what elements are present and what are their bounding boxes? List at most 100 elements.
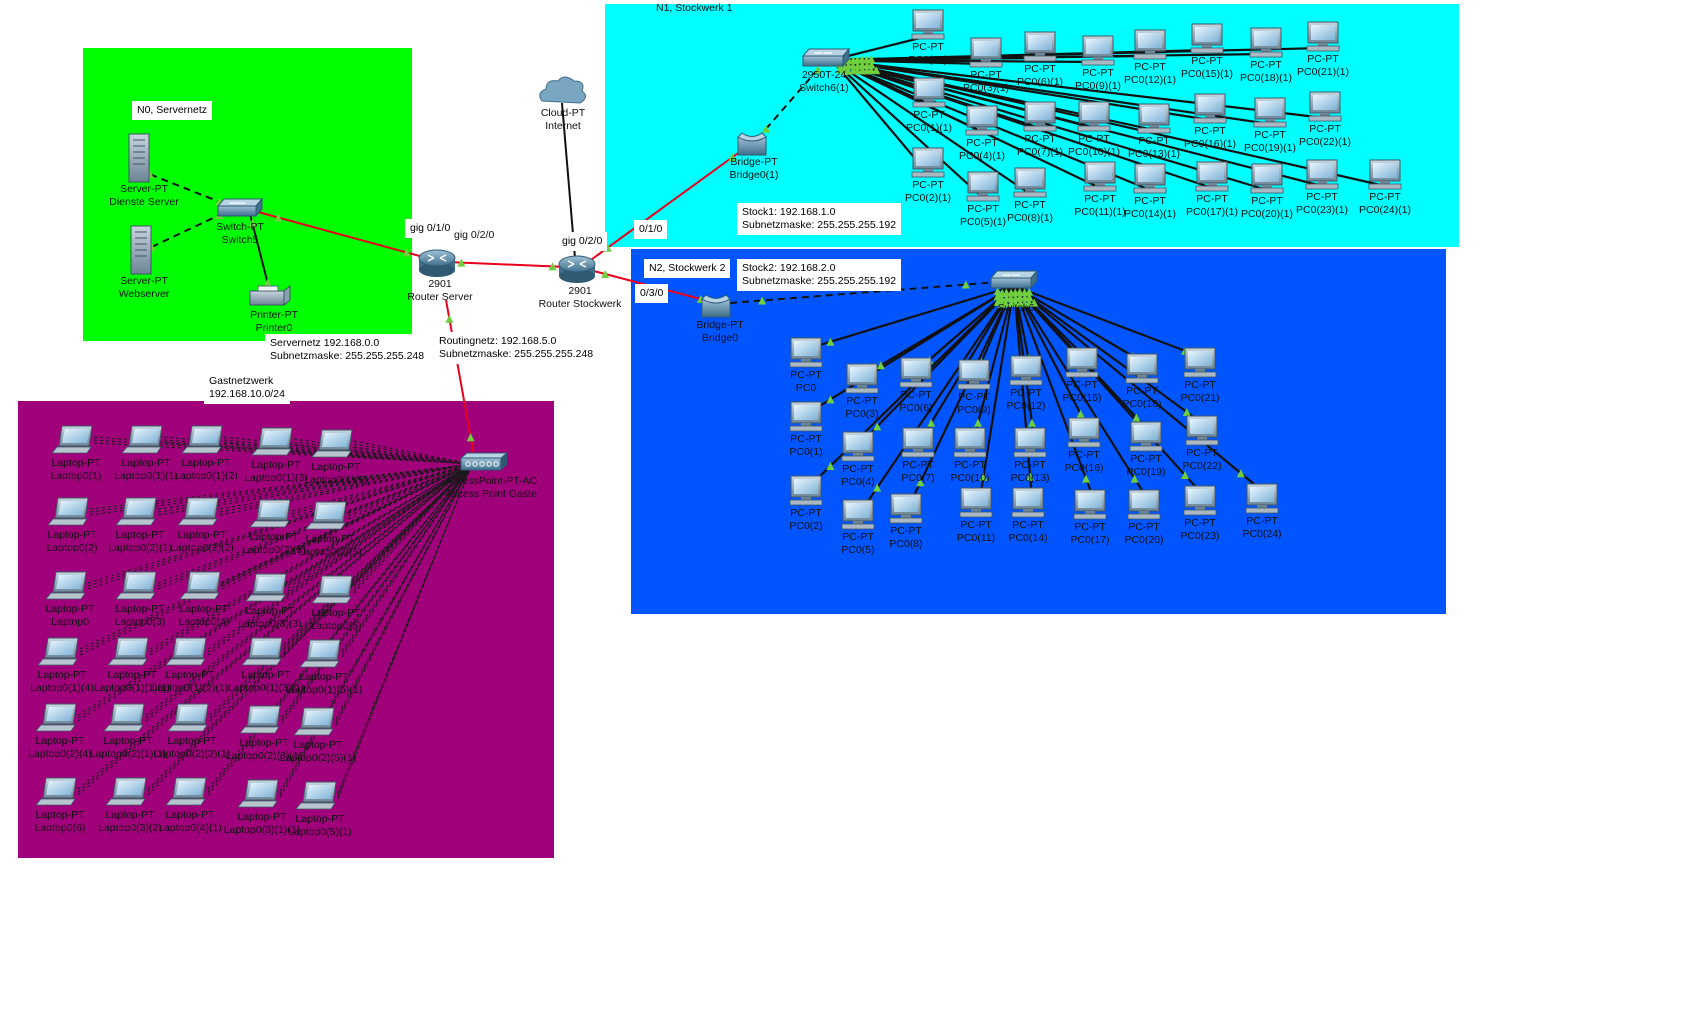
pc-icon[interactable] xyxy=(1023,31,1057,62)
pc-icon[interactable] xyxy=(1009,355,1043,386)
pc-icon[interactable] xyxy=(912,77,946,108)
wireless-link xyxy=(335,463,473,723)
dienste-server-icon[interactable] xyxy=(128,133,150,183)
pc-icon[interactable] xyxy=(889,493,923,524)
pc-icon[interactable] xyxy=(789,337,823,368)
laptop-icon[interactable] xyxy=(165,777,207,806)
laptop-icon[interactable] xyxy=(35,703,77,732)
pc-icon[interactable] xyxy=(1245,483,1279,514)
pc-icon[interactable] xyxy=(1133,29,1167,60)
laptop-icon[interactable] xyxy=(311,429,353,458)
pc-icon[interactable] xyxy=(845,363,879,394)
pc-icon[interactable] xyxy=(1195,161,1229,192)
laptop-icon[interactable] xyxy=(241,637,283,666)
pc-icon[interactable] xyxy=(1249,27,1283,58)
switch6-icon[interactable] xyxy=(989,269,1039,290)
pc-icon[interactable] xyxy=(1368,159,1402,190)
laptop-icon[interactable] xyxy=(115,497,157,526)
pc-icon[interactable] xyxy=(1185,415,1219,446)
pc-icon[interactable] xyxy=(1305,159,1339,190)
pc-icon[interactable] xyxy=(1013,167,1047,198)
laptop-icon[interactable] xyxy=(165,637,207,666)
laptop-icon[interactable] xyxy=(237,779,279,808)
pc-icon[interactable] xyxy=(953,427,987,458)
pc-icon[interactable] xyxy=(1129,421,1163,452)
pc-icon[interactable] xyxy=(1067,417,1101,448)
laptop-icon[interactable] xyxy=(167,703,209,732)
pc-icon[interactable] xyxy=(957,359,991,390)
laptop-icon[interactable] xyxy=(45,571,87,600)
laptop-icon[interactable] xyxy=(35,777,77,806)
pc-icon[interactable] xyxy=(969,37,1003,68)
pc-icon[interactable] xyxy=(966,171,1000,202)
stock2-pc-label-text: PC-PT xyxy=(790,507,822,519)
pc-icon[interactable] xyxy=(789,475,823,506)
laptop-icon[interactable] xyxy=(293,707,335,736)
pc-icon[interactable] xyxy=(1190,23,1224,54)
bridge0-icon[interactable] xyxy=(701,294,731,318)
pc-icon[interactable] xyxy=(841,499,875,530)
laptop-icon[interactable] xyxy=(299,639,341,668)
pc-icon[interactable] xyxy=(899,357,933,388)
pc-icon[interactable] xyxy=(1127,489,1161,520)
access-point-icon[interactable] xyxy=(459,452,509,471)
laptop-icon[interactable] xyxy=(311,575,353,604)
laptop-icon[interactable] xyxy=(37,637,79,666)
pc-icon[interactable] xyxy=(1137,103,1171,134)
pc-icon[interactable] xyxy=(1306,21,1340,52)
pc-icon[interactable] xyxy=(1133,163,1167,194)
switch6-1-icon[interactable] xyxy=(801,47,851,68)
laptop-icon[interactable] xyxy=(251,427,293,456)
pc-icon[interactable] xyxy=(1023,101,1057,132)
pc-icon[interactable] xyxy=(1193,93,1227,124)
laptop-icon[interactable] xyxy=(305,501,347,530)
pc-icon[interactable] xyxy=(1125,353,1159,384)
laptop-icon[interactable] xyxy=(295,781,337,810)
pc-icon[interactable] xyxy=(789,401,823,432)
laptop-icon[interactable] xyxy=(121,425,163,454)
router-server-icon[interactable] xyxy=(418,249,456,277)
laptop-icon[interactable] xyxy=(105,777,147,806)
laptop-icon[interactable] xyxy=(179,571,221,600)
pc-icon[interactable] xyxy=(1250,163,1284,194)
router-stockwerk-icon[interactable] xyxy=(558,255,596,283)
laptop-icon[interactable] xyxy=(245,573,287,602)
pc-icon[interactable] xyxy=(1065,347,1099,378)
laptop-icon[interactable] xyxy=(181,425,223,454)
printer0-icon[interactable] xyxy=(249,284,291,307)
wireless-link xyxy=(287,463,473,589)
laptop-icon[interactable] xyxy=(115,571,157,600)
note-routingnetz-line1: Routingnetz: 192.168.5.0 xyxy=(439,335,557,347)
pc-icon[interactable] xyxy=(1077,101,1111,132)
pc-icon[interactable] xyxy=(1011,487,1045,518)
link-switch6-1-pc xyxy=(831,59,984,199)
pc-icon[interactable] xyxy=(901,427,935,458)
pc-icon[interactable] xyxy=(1253,97,1287,128)
pc-icon[interactable] xyxy=(1081,35,1115,66)
laptop-icon[interactable] xyxy=(103,703,145,732)
bridge0-1-icon[interactable] xyxy=(737,132,767,156)
internet-cloud-icon[interactable] xyxy=(539,76,586,104)
pc-icon[interactable] xyxy=(911,9,945,40)
switch5-icon[interactable] xyxy=(216,197,264,218)
pc-icon[interactable] xyxy=(1183,485,1217,516)
pc-icon[interactable] xyxy=(1308,91,1342,122)
port-status-marker xyxy=(248,219,257,228)
laptop-icon[interactable] xyxy=(177,497,219,526)
pc-icon[interactable] xyxy=(1083,161,1117,192)
pc-icon[interactable] xyxy=(959,487,993,518)
pc-icon[interactable] xyxy=(911,147,945,178)
laptop-icon[interactable] xyxy=(51,425,93,454)
pc-icon[interactable] xyxy=(1073,489,1107,520)
laptop-icon[interactable] xyxy=(239,705,281,734)
laptop-icon[interactable] xyxy=(47,497,89,526)
pc-icon[interactable] xyxy=(965,105,999,136)
laptop-icon[interactable] xyxy=(249,499,291,528)
pc-icon[interactable] xyxy=(1183,347,1217,378)
webserver-icon[interactable] xyxy=(130,225,152,275)
pc-icon[interactable] xyxy=(841,431,875,462)
pc-icon[interactable] xyxy=(1013,427,1047,458)
laptop-icon[interactable] xyxy=(107,637,149,666)
